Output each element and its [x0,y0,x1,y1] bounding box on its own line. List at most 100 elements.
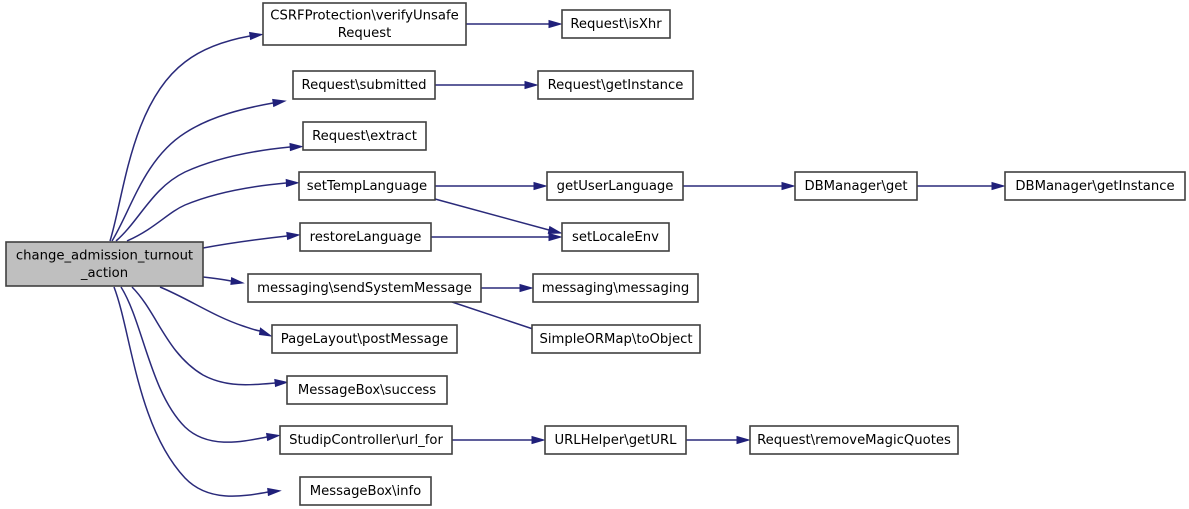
node-box[interactable] [279,425,453,455]
graph-node-dbmanagergetinstance[interactable]: DBManager\getInstance [1004,171,1186,201]
edge-dbmanagerget-to-dbmanagergetinstance [917,181,1006,191]
node-label: Request\submitted [302,78,427,93]
edge-root-to-postmessage [159,286,273,337]
nodes-layer: change_admission_turnout_action CSRFProte… [5,2,1186,506]
arrowhead-icon [519,283,534,293]
node-box[interactable] [537,70,694,100]
edge-root-to-csrf [109,31,264,242]
node-label: StudipController\url_for [289,433,443,448]
arrowhead-icon [286,231,301,241]
node-label: Request\getInstance [548,78,684,93]
node-label: Request\removeMagicQuotes [757,433,951,448]
arrowhead-icon [258,327,273,337]
node-box[interactable] [546,171,684,201]
node-box[interactable] [302,121,427,151]
graph-node-submitted[interactable]: Request\submitted [292,70,436,100]
arrowhead-icon [289,142,304,152]
arrowhead-icon [533,181,548,191]
graph-node-urlfor[interactable]: StudipController\url_for [279,425,453,455]
node-label: messaging\messaging [542,281,690,296]
node-box[interactable] [532,273,699,303]
node-box[interactable] [1004,171,1186,201]
node-label: MessageBox\success [298,383,436,398]
node-box[interactable] [298,171,436,201]
edge-line [109,35,251,242]
node-box[interactable] [561,9,671,39]
edge-line [120,286,268,443]
node-label: setTempLanguage [307,179,427,194]
node-box[interactable] [531,324,701,354]
edge-geturl-to-removemagicquotes [686,435,751,445]
node-box[interactable] [292,70,436,100]
edge-line [451,301,540,332]
edge-line [115,146,291,242]
edge-root-to-sendsystemmessage [202,276,245,285]
graph-node-sendsystemmessage[interactable]: messaging\sendSystemMessage [247,273,482,303]
arrowhead-icon [548,19,563,29]
arrowhead-icon [285,178,300,188]
edge-root-to-msgboxinfo [113,286,282,497]
node-box[interactable] [299,222,432,252]
node-label: PageLayout\postMessage [281,332,448,347]
edge-root-to-extract [115,142,304,242]
edge-line [126,182,287,242]
arrowhead-icon [274,378,289,388]
graph-node-setlocaleenv[interactable]: setLocaleEnv [561,222,670,252]
graph-node-msgboxsuccess[interactable]: MessageBox\success [286,375,448,405]
node-box[interactable] [749,425,959,455]
node-box[interactable] [5,241,204,287]
node-box[interactable] [794,171,918,201]
node-label: DBManager\get [804,179,907,194]
graph-node-extract[interactable]: Request\extract [302,121,427,151]
graph-node-isxhr[interactable]: Request\isXhr [561,9,671,39]
edge-submitted-to-getinstance [435,80,539,90]
edge-line [113,286,269,497]
graph-node-geturl[interactable]: URLHelper\getURL [544,425,687,455]
edges-layer [109,19,1006,497]
graph-node-msgboxinfo[interactable]: MessageBox\info [299,476,432,506]
edge-root-to-restorelanguage [202,231,301,249]
arrowhead-icon [266,432,281,442]
graph-node-toobject[interactable]: SimpleORMap\toObject [531,324,701,354]
node-box[interactable] [262,2,467,46]
node-label: SimpleORMap\toObject [539,332,692,347]
arrowhead-icon [548,232,563,242]
node-label: getUserLanguage [557,179,674,194]
graph-node-root[interactable]: change_admission_turnout_action [5,241,204,287]
graph-node-dbmanagerget[interactable]: DBManager\get [794,171,918,201]
node-label: restoreLanguage [310,230,422,245]
node-label: URLHelper\getURL [554,433,677,448]
edge-line [434,198,550,231]
node-box[interactable] [271,324,458,354]
node-box[interactable] [247,273,482,303]
node-box[interactable] [561,222,670,252]
graph-node-restorelanguage[interactable]: restoreLanguage [299,222,432,252]
edge-restorelanguage-to-setlocaleenv [431,232,563,242]
graph-node-removemagicquotes[interactable]: Request\removeMagicQuotes [749,425,959,455]
edge-sendsystemmessage-to-messagingmessaging [481,283,534,293]
node-box[interactable] [286,375,448,405]
edge-settemplanguage-to-getuserlanguage [435,181,548,191]
node-label: change_admission_turnout_action [16,248,193,281]
node-label: Request\isXhr [570,17,662,32]
arrowhead-icon [531,435,546,445]
edge-urlfor-to-geturl [452,435,546,445]
edge-root-to-submitted [111,98,287,242]
graph-node-getuserlanguage[interactable]: getUserLanguage [546,171,684,201]
node-label: Request\extract [312,129,417,144]
edge-root-to-urlfor [120,286,281,443]
arrowhead-icon [249,31,264,41]
graph-node-settemplanguage[interactable]: setTempLanguage [298,171,436,201]
graph-node-postmessage[interactable]: PageLayout\postMessage [271,324,458,354]
graph-node-getinstance[interactable]: Request\getInstance [537,70,694,100]
edge-line [159,286,261,332]
node-box[interactable] [299,476,432,506]
edge-root-to-msgboxsuccess [131,286,289,388]
node-box[interactable] [544,425,687,455]
graph-node-messagingmessaging[interactable]: messaging\messaging [532,273,699,303]
arrowhead-icon [781,181,796,191]
node-label: setLocaleEnv [572,230,659,245]
edge-line [111,102,274,242]
